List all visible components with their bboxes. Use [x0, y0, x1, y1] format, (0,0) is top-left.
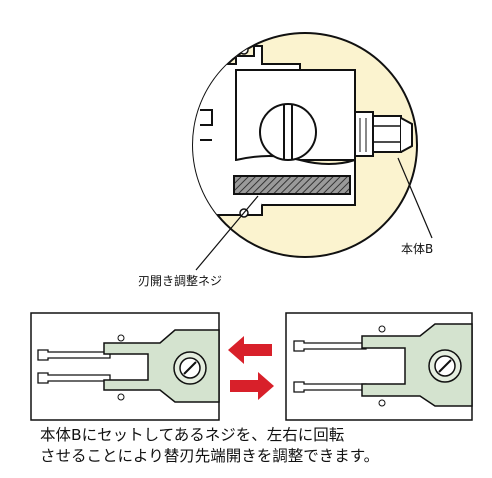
caption-line-2: させることにより替刃先端開きを調整できます。 [40, 447, 380, 465]
caption-line-1: 本体Bにセットしてあるネジを、左右に回転 [40, 426, 345, 444]
leader-line-body-b [397, 157, 433, 239]
magnified-detail [192, 32, 433, 271]
arrow-right [230, 372, 274, 400]
label-adjust-screw: 刃開き調整ネジ [138, 274, 223, 288]
slotted-screw-head [259, 103, 317, 161]
panel-right [285, 312, 473, 421]
panel-left [30, 312, 220, 421]
arrow-left [228, 336, 272, 364]
caption: 本体Bにセットしてあるネジを、左右に回転 させることにより替刃先端開きを調整でき… [40, 425, 480, 467]
rotation-arrows [228, 336, 274, 400]
label-body-b: 本体B [401, 242, 434, 256]
body-b-nut [354, 111, 374, 157]
leader-line-screw [195, 195, 259, 271]
tool-body-right [361, 323, 473, 407]
adjust-screw-shaft [233, 175, 351, 195]
